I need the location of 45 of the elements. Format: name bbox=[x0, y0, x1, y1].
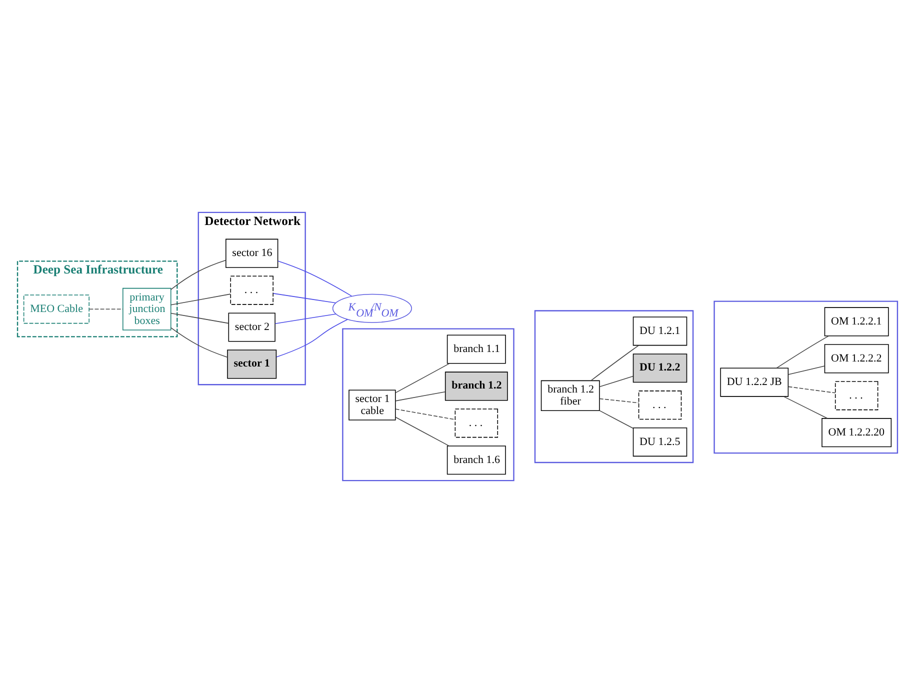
node-box: OM 1.2.2.1 bbox=[824, 306, 889, 336]
node-box: sector 16 bbox=[226, 238, 278, 268]
connector bbox=[599, 375, 634, 387]
connector bbox=[599, 398, 640, 403]
connector bbox=[783, 396, 828, 418]
node-box: branch 1.1 bbox=[446, 334, 506, 364]
connector bbox=[170, 293, 231, 305]
cluster bbox=[714, 300, 898, 454]
connector bbox=[395, 362, 450, 393]
node-box: primary junction boxes bbox=[122, 287, 172, 330]
connector bbox=[395, 408, 456, 420]
connector bbox=[274, 313, 336, 324]
node-box: sector 2 bbox=[228, 312, 276, 342]
node-box: DU 1.2.5 bbox=[632, 426, 688, 456]
cluster bbox=[534, 310, 694, 463]
node-box: branch 1.2 fiber bbox=[540, 380, 600, 410]
connector bbox=[395, 390, 446, 401]
connector bbox=[788, 365, 826, 374]
connector bbox=[272, 292, 336, 303]
connector bbox=[170, 259, 226, 290]
node-box: DU 1.2.2 JB bbox=[720, 367, 789, 396]
connector bbox=[590, 344, 639, 381]
cluster bbox=[342, 328, 514, 481]
node-box: . . . bbox=[834, 380, 878, 410]
node-box: sector 1 bbox=[227, 349, 277, 378]
node-box: . . . bbox=[230, 275, 274, 304]
connector bbox=[88, 308, 124, 310]
connector bbox=[276, 318, 348, 357]
node-box: branch 1.6 bbox=[446, 445, 506, 474]
node-box: DU 1.2.1 bbox=[632, 316, 688, 346]
connector bbox=[395, 416, 450, 446]
node-box: . . . bbox=[454, 408, 498, 438]
node-box: MEO Cable bbox=[23, 294, 90, 324]
connector bbox=[170, 326, 228, 358]
node-box: OM 1.2.2.2 bbox=[824, 344, 889, 373]
node-box: . . . bbox=[638, 390, 682, 420]
node-box: sector 1 cable bbox=[348, 389, 396, 420]
connector bbox=[776, 335, 830, 368]
connector bbox=[788, 386, 836, 393]
connector bbox=[278, 260, 352, 296]
connector bbox=[599, 410, 634, 428]
connector bbox=[170, 312, 230, 324]
node-box: DU 1.2.2 bbox=[632, 353, 688, 382]
node-box: OM 1.2.2.20 bbox=[822, 418, 892, 447]
node-box: branch 1.2 bbox=[444, 371, 508, 400]
